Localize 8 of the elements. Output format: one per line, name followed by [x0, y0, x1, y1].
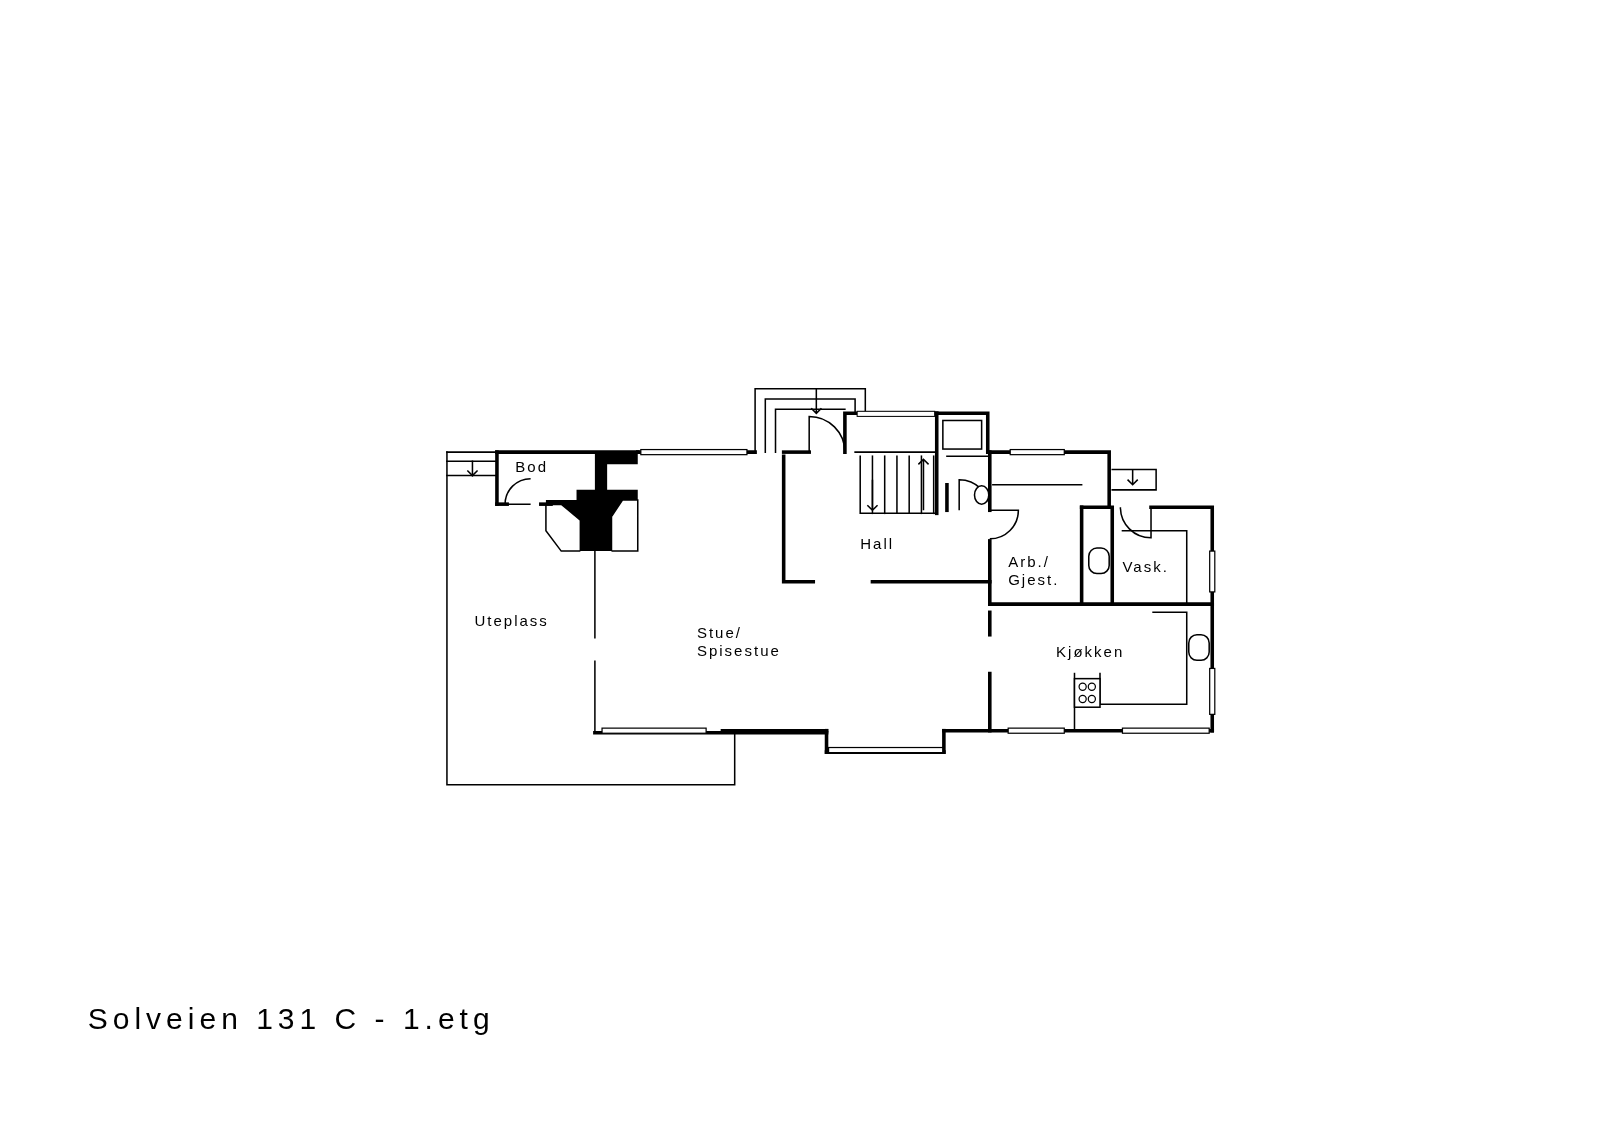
- plan-title: Solveien 131 C - 1.etg: [87, 1002, 495, 1037]
- room-label: Arb./ Gjest.: [1008, 553, 1060, 590]
- room-label: Uteplass: [474, 612, 549, 631]
- room-label: Vask.: [1122, 558, 1169, 577]
- room-label: Kjøkken: [1056, 642, 1125, 661]
- room-label: Stue/ Spisestue: [696, 624, 781, 661]
- room-label: Hall: [860, 534, 895, 553]
- room-label: Bod: [515, 458, 548, 477]
